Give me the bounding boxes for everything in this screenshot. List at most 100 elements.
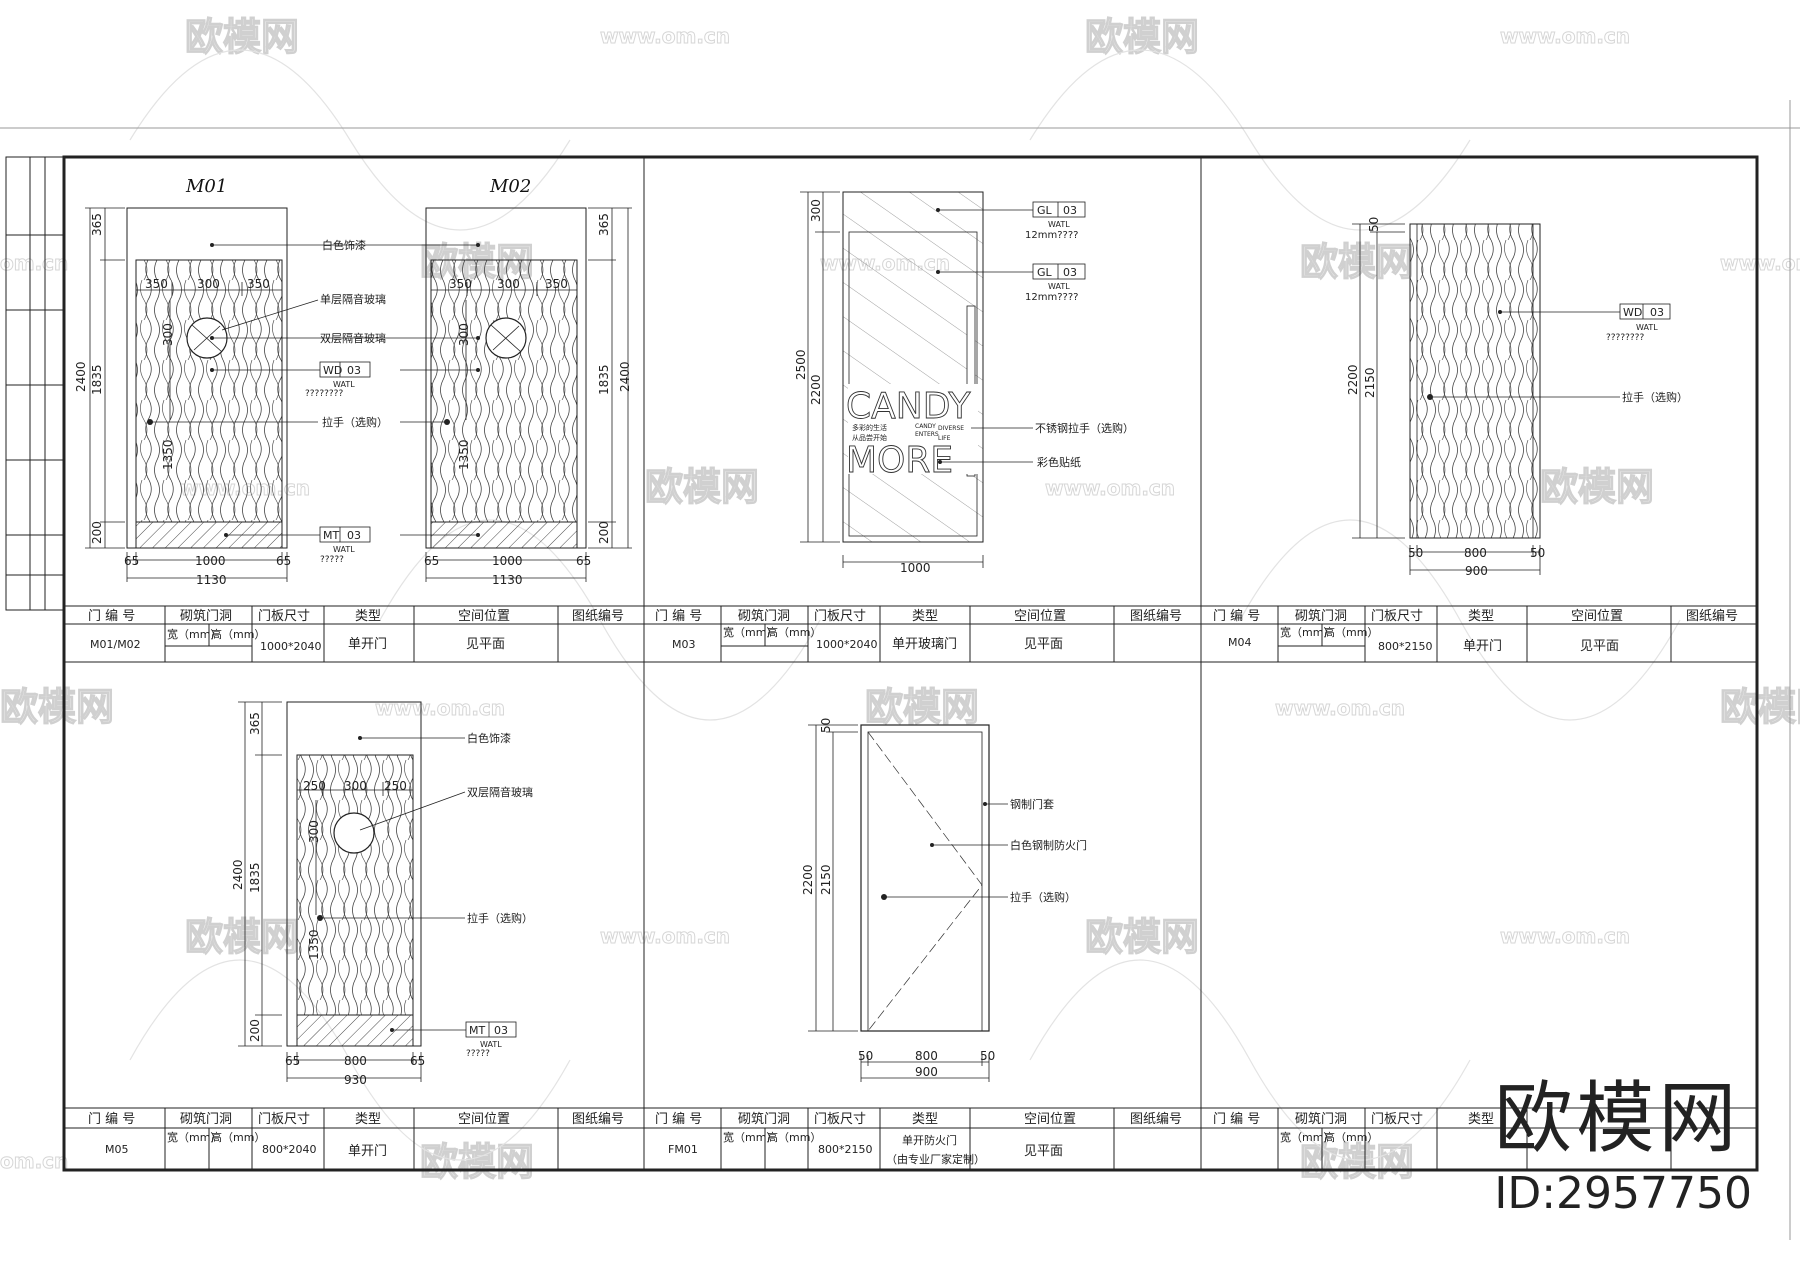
material-tag-num: 03 [347, 364, 361, 377]
watermark-url: www.om.cn [1045, 476, 1175, 500]
dim-label: 1130 [196, 573, 227, 587]
door-m04-elevation: 50 2200 2150 50 800 50 900 WD 03 WATL ??… [1346, 217, 1688, 578]
annotation-label: 拉手（选购） [1010, 890, 1076, 904]
dim-label: 2200 [809, 374, 823, 405]
annotation-label: 双层隔音玻璃 [320, 331, 386, 345]
dim-label: 65 [285, 1054, 300, 1068]
table-header: 门 编 号 [655, 609, 702, 624]
door-schedule-bottom: 门 编 号 砌筑门洞 门板尺寸 类型 空间位置 图纸编号 宽（mm） 高（mm）… [64, 1107, 1757, 1170]
table-header: 图纸编号 [1686, 609, 1738, 624]
dim-label: 200 [597, 521, 611, 544]
table-cell: FM01 [668, 1143, 698, 1156]
material-tag-num: 03 [1650, 306, 1664, 319]
material-tag-sub: WATL [1636, 323, 1658, 332]
material-tag-note: ????? [320, 555, 344, 565]
dim-label: 365 [90, 213, 104, 236]
table-header: 类型 [912, 1112, 938, 1127]
table-header: 图纸编号 [572, 1112, 624, 1127]
door-fm01-elevation: 50 2200 2150 50 800 50 900 钢制门套 白色钢制防火门 … [801, 718, 1087, 1082]
dim-label: 300 [161, 323, 175, 346]
material-tag-code: WD [323, 364, 342, 377]
material-tag-sub: WATL [480, 1040, 502, 1049]
table-header: 砌筑门洞 [738, 1111, 790, 1127]
dim-label: 1835 [90, 364, 104, 395]
watermark-url: www.om.cn [1500, 924, 1630, 948]
dim-label: 2150 [819, 864, 833, 895]
dim-label: 65 [276, 554, 291, 568]
dim-label: 1000 [195, 554, 226, 568]
dim-label: 365 [597, 213, 611, 236]
dim-label: 350 [545, 277, 568, 291]
dim-label: 50 [1530, 546, 1545, 560]
table-cell: 单开门 [1463, 639, 1502, 654]
table-header: 类型 [355, 1112, 381, 1127]
table-cell: 见平面 [1024, 637, 1063, 652]
dim-label: 300 [307, 820, 321, 843]
dim-label: 1350 [307, 929, 321, 960]
table-cell: （由专业厂家定制） [886, 1152, 985, 1166]
table-cell: 单开玻璃门 [892, 637, 957, 652]
decal-more: MORE [846, 440, 953, 481]
dim-label: 1000 [900, 561, 931, 575]
dim-label: 50 [858, 1049, 873, 1063]
door-m03-elevation: CANDY MORE 多彩的生活 从品尝开始 CANDY ENTERS DIVE… [794, 191, 1134, 575]
dim-label: 1000 [492, 554, 523, 568]
watermark-brand: 欧模网 [1300, 240, 1414, 284]
dim-label: 50 [819, 718, 833, 733]
table-subheader: 高（mm） [211, 627, 265, 641]
table-cell: 800*2150 [1378, 640, 1433, 653]
table-header: 图纸编号 [572, 609, 624, 624]
watermark-brand: 欧模网 [1540, 465, 1654, 509]
dim-label: 50 [1408, 546, 1423, 560]
brand-id: ID:2957750 [1494, 1168, 1752, 1219]
watermark-url: om.cn [0, 1149, 68, 1173]
table-cell: 单开门 [348, 1144, 387, 1159]
material-tag-sub: WATL [333, 545, 355, 554]
table-header: 类型 [1468, 609, 1494, 624]
table-header: 空间位置 [1024, 1112, 1076, 1127]
dim-label: 900 [915, 1065, 938, 1079]
table-subheader: 宽（mm） [723, 1130, 777, 1144]
annotation-label: 单层隔音玻璃 [320, 292, 386, 306]
table-cell: M01/M02 [90, 638, 141, 651]
annotation-label: 拉手（选购） [467, 911, 533, 925]
material-tag-code: MT [469, 1024, 485, 1037]
material-tag-num: 03 [494, 1024, 508, 1037]
watermark-brand: 欧模网 [865, 685, 979, 729]
dim-label: 350 [247, 277, 270, 291]
m01-m02-annotations: 白色饰漆 单层隔音玻璃 双层隔音玻璃 拉手（选购） WD 03 WATL ???… [152, 238, 480, 565]
watermark-brand: 欧模网 [0, 685, 114, 729]
dim-label: 2150 [1363, 367, 1377, 398]
table-cell: M04 [1228, 636, 1252, 649]
table-header: 门板尺寸 [258, 1112, 310, 1127]
watermark-brand: 欧模网 [420, 1140, 534, 1184]
watermark-url: om.cn [0, 251, 68, 275]
dim-label: 900 [1465, 564, 1488, 578]
watermark-layer: 欧模网 www.om.cn 欧模网 www.om.cn 欧模网 www.om.c… [0, 14, 1800, 1184]
watermark-url: www.om.cn [1275, 696, 1405, 720]
watermark-url: www.om.cn [600, 24, 730, 48]
dim-label: 2400 [618, 361, 632, 392]
annotation-label: 拉手（选购） [1622, 390, 1688, 404]
annotation-label: 彩色贴纸 [1037, 455, 1081, 469]
dim-label: 65 [424, 554, 439, 568]
watermark-brand: 欧模网 [1085, 15, 1199, 59]
material-tag-note: 12mm???? [1025, 292, 1078, 303]
material-tag-num: 03 [347, 529, 361, 542]
material-tag-note: ????? [466, 1049, 490, 1059]
table-header: 门 编 号 [1213, 1112, 1260, 1127]
table-subheader: 高（mm） [1324, 1130, 1378, 1144]
dim-label: 2200 [801, 864, 815, 895]
table-subheader: 宽（mm） [167, 627, 221, 641]
annotation-label: 白色饰漆 [322, 238, 366, 252]
dim-label: 250 [384, 779, 407, 793]
annotation-label: 钢制门套 [1010, 797, 1054, 811]
table-header: 门板尺寸 [814, 1112, 866, 1127]
table-cell: 1000*2040 [816, 638, 878, 651]
table-header: 砌筑门洞 [180, 1111, 232, 1127]
table-subheader: 宽（mm） [1280, 1130, 1334, 1144]
door-m01-elevation: M01 365 2400 1835 200 [74, 176, 291, 587]
dim-label: 350 [449, 277, 472, 291]
table-header: 门 编 号 [88, 609, 135, 624]
table-header: 门板尺寸 [1371, 1112, 1423, 1127]
